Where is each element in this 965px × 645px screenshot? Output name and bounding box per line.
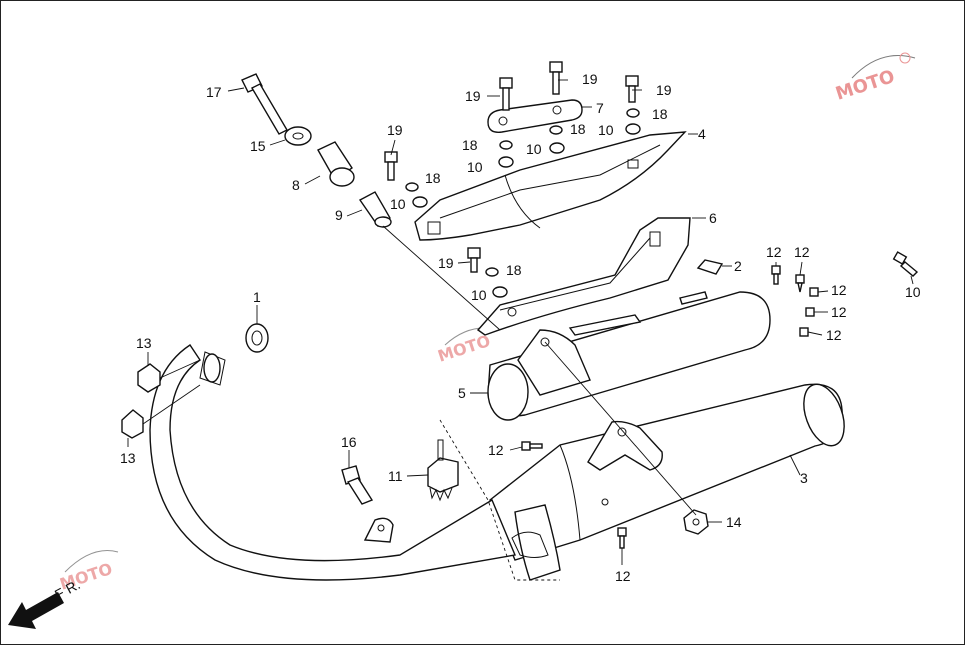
callout-11: 11: [388, 468, 403, 484]
guide-line: [142, 384, 201, 425]
svg-text:MOTO: MOTO: [435, 331, 492, 366]
callout-19-b: 19: [582, 71, 598, 87]
callout-18-c: 18: [652, 106, 668, 122]
callout-12-c: 12: [831, 282, 847, 298]
screw-12-icon: [799, 327, 809, 337]
exhaust-header-pipe: [149, 344, 516, 581]
washer-18-icon: [405, 108, 640, 277]
callout-12-d: 12: [831, 304, 847, 320]
callout-10-b: 10: [526, 141, 542, 157]
callout-12-g: 12: [615, 568, 631, 584]
callout-12-e: 12: [826, 327, 842, 343]
collar-9-icon: [358, 191, 392, 228]
callout-1: 1: [253, 289, 261, 305]
guide-line: [382, 225, 501, 331]
callout-13-upper: 13: [136, 335, 152, 351]
bolt-17-icon: [241, 73, 288, 135]
callout-12-f: 12: [488, 442, 504, 458]
callout-10-f: 10: [905, 284, 921, 300]
guide-line: [544, 341, 697, 516]
callout-12-a: 12: [766, 244, 782, 260]
callout-13-lower: 13: [120, 450, 136, 466]
bolt-10-icon: [892, 251, 919, 277]
screw-12-icon: [771, 265, 781, 285]
callout-14: 14: [726, 514, 742, 530]
bolt-19-icon: [549, 61, 563, 95]
callout-4: 4: [698, 126, 706, 142]
cap-nut-13-icon: [137, 363, 161, 393]
callout-18-a: 18: [462, 137, 478, 153]
svg-text:MOTO: MOTO: [833, 66, 897, 105]
callout-9: 9: [335, 207, 343, 223]
screw-12-icon: [521, 441, 543, 451]
screw-12-icon: [809, 287, 819, 297]
callout-10-d: 10: [390, 196, 406, 212]
callout-5: 5: [458, 385, 466, 401]
watermark-logo-top-right: MOTO: [833, 52, 916, 105]
callout-18-d: 18: [425, 170, 441, 186]
guide-dashed-line: [439, 419, 560, 581]
sensor-part-11: [427, 439, 459, 502]
callout-15: 15: [250, 138, 266, 154]
leader-lines: [127, 79, 914, 565]
bolt-19-icon: [499, 77, 513, 111]
callout-3: 3: [800, 470, 808, 486]
callout-7: 7: [596, 100, 604, 116]
screw-12-icon: [795, 274, 805, 293]
callout-19-a: 19: [465, 88, 481, 104]
leader-lines-12: [775, 261, 829, 336]
callout-17: 17: [206, 84, 222, 100]
heat-shield-part-4: [414, 131, 687, 241]
bolt-16-icon: [341, 465, 374, 505]
callout-8: 8: [292, 177, 300, 193]
nut-14-icon: [683, 509, 709, 535]
front-direction-arrow-icon: [8, 592, 64, 629]
clip-part-2: [696, 259, 724, 275]
callout-10-e: 10: [471, 287, 487, 303]
heat-shield-part-6: [476, 217, 691, 336]
guide-line: [159, 359, 201, 379]
bolt-19-icon: [625, 75, 639, 103]
screw-12-icon: [617, 527, 627, 549]
washer-15-icon: [284, 126, 312, 146]
callout-19-c: 19: [656, 82, 672, 98]
bolt-19-icon: [384, 151, 398, 181]
gasket-1-icon: [245, 323, 269, 353]
cap-nut-13-icon: [121, 409, 144, 439]
nut-10-icon: [412, 123, 641, 298]
callout-10-c: 10: [598, 122, 614, 138]
bolt-19-icon: [467, 247, 481, 273]
callout-6: 6: [709, 210, 717, 226]
callout-10-a: 10: [467, 159, 483, 175]
callout-18-b: 18: [570, 121, 586, 137]
muffler-part-5: [487, 291, 771, 421]
callout-18-e: 18: [506, 262, 522, 278]
callout-19-d: 19: [387, 122, 403, 138]
bracket-part-7: [487, 99, 583, 133]
screw-12-icon: [805, 307, 815, 317]
callout-2: 2: [734, 258, 742, 274]
grommet-8-icon: [317, 141, 355, 187]
muffler-part-3: [489, 383, 845, 581]
callout-19-e: 19: [438, 255, 454, 271]
callout-16: 16: [341, 434, 357, 450]
callout-12-b: 12: [794, 244, 810, 260]
